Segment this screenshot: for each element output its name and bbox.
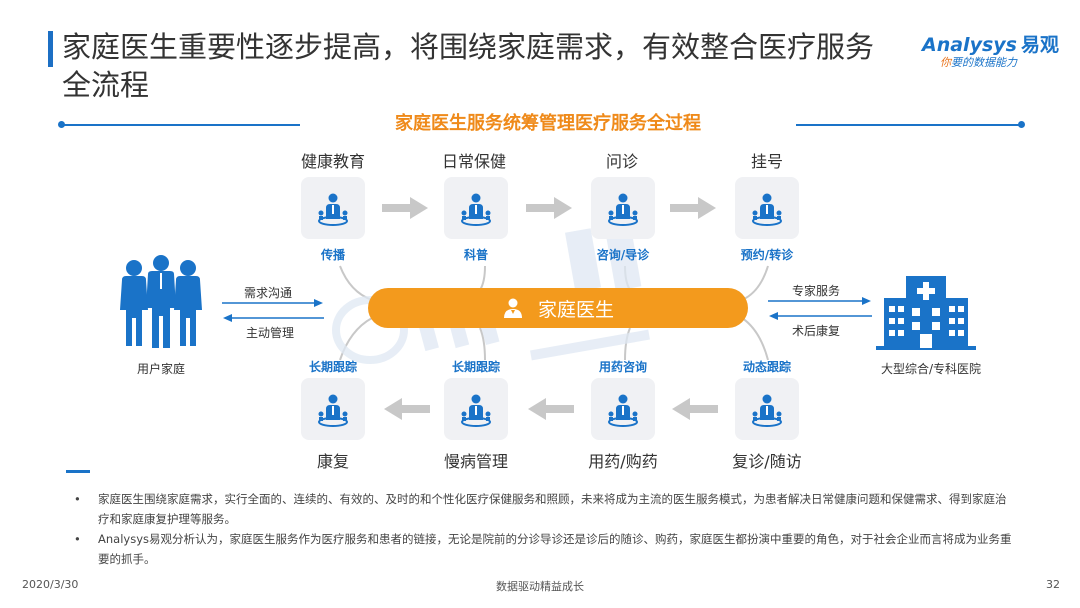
step-label-consultation: 问诊	[605, 152, 638, 171]
connector-top-left	[339, 265, 373, 301]
logo-en: Analysys	[922, 34, 1017, 56]
list-item: • 家庭医生围绕家庭需求，实行全面的、连续的、有效的、及时的和个性化医疗保健服务…	[74, 489, 1014, 529]
step-label-registration: 挂号	[750, 152, 783, 171]
subtitle-line-right	[796, 124, 1022, 126]
step-label-health-education: 健康教育	[300, 152, 365, 171]
sub-label-dynamic-tracking: 动态跟踪	[742, 360, 791, 374]
flow-arrow-right-icon	[380, 195, 430, 221]
node-health-education	[301, 177, 365, 239]
hospital-label: 大型综合/专科医院	[880, 362, 982, 376]
connector-top-2	[479, 265, 486, 291]
diagram-subtitle: 家庭医生服务统筹管理医疗服务全过程	[395, 113, 701, 134]
bullet-text: Analysys易观分析认为，家庭医生服务作为医疗服务和患者的链接，无论是院前的…	[98, 532, 1012, 566]
flow-arrow-left-icon	[382, 396, 432, 422]
center-label: 家庭医生	[537, 298, 614, 321]
page-number: 32	[1046, 578, 1060, 591]
doctor-person-icon	[318, 394, 348, 427]
connector-bottom-3	[624, 327, 631, 361]
list-item: • Analysys易观分析认为，家庭医生服务作为医疗服务和患者的链接，无论是院…	[74, 529, 1014, 569]
subtitle-line-dot-right	[1018, 121, 1025, 128]
title-accent-bar	[48, 31, 53, 67]
logo-cn: 易观	[1020, 34, 1059, 56]
doctor-person-icon	[752, 193, 782, 226]
step-label-follow-up: 复诊/随访	[732, 452, 802, 471]
arrow-right-icon	[768, 296, 872, 306]
active-management-label: 主动管理	[246, 326, 295, 340]
step-label-rehabilitation: 康复	[316, 452, 349, 471]
logo-slogan-first: 你	[940, 56, 951, 69]
footer-slogan: 数据驱动精益成长	[496, 580, 584, 593]
node-registration	[735, 177, 799, 239]
node-consultation	[591, 177, 655, 239]
doctor-person-icon	[461, 193, 491, 226]
expert-service-label: 专家服务	[792, 284, 841, 298]
flow-arrow-left-icon	[670, 396, 720, 422]
connector-bottom-2	[479, 327, 486, 361]
arrow-left-icon	[222, 313, 324, 323]
connector-bottom-left	[339, 317, 373, 361]
node-rehabilitation	[301, 378, 365, 440]
family-doctor-pill: 家庭医生	[368, 288, 748, 328]
doctor-icon	[503, 298, 522, 318]
sub-label-consult-guide: 咨询/导诊	[596, 248, 650, 262]
connector-bottom-right	[741, 317, 769, 361]
node-follow-up	[735, 378, 799, 440]
step-label-chronic-disease: 慢病管理	[443, 452, 508, 471]
sub-label-popular-science: 科普	[463, 248, 488, 262]
page-title: 家庭医生重要性逐步提高，将围绕家庭需求，有效整合医疗服务全流程	[62, 30, 875, 102]
connector-top-3	[624, 265, 631, 291]
flow-arrow-right-icon	[668, 195, 718, 221]
user-family-label: 用户家庭	[136, 362, 185, 376]
bullet-text: 家庭医生围绕家庭需求，实行全面的、连续的、有效的、及时的和个性化医疗保健服务和照…	[98, 492, 1007, 526]
flow-arrow-right-icon	[524, 195, 574, 221]
doctor-person-icon	[608, 394, 638, 427]
footer-date: 2020/3/30	[22, 578, 79, 591]
doctor-person-icon	[608, 193, 638, 226]
doctor-person-icon	[318, 193, 348, 226]
connector-top-right	[741, 265, 769, 301]
node-medication	[591, 378, 655, 440]
arrow-left-icon	[768, 311, 872, 321]
arrow-right-icon	[222, 298, 324, 308]
logo-slogan: 你要的数据能力	[940, 54, 1017, 70]
sub-label-long-term-tracking: 长期跟踪	[451, 360, 500, 374]
bullet-list: • 家庭医生围绕家庭需求，实行全面的、连续的、有效的、及时的和个性化医疗保健服务…	[74, 489, 1014, 569]
family-icon	[120, 255, 202, 348]
node-chronic-disease	[444, 378, 508, 440]
flow-arrow-left-icon	[526, 396, 576, 422]
sub-label-appointment-referral: 预约/转诊	[740, 248, 794, 262]
post-op-recovery-label: 术后康复	[792, 324, 841, 338]
subtitle-line-dot-left	[58, 121, 65, 128]
demand-communication-label: 需求沟通	[244, 286, 293, 300]
sub-label-medication-consult: 用药咨询	[598, 360, 647, 374]
subtitle-line-left	[62, 124, 300, 126]
step-label-medication: 用药/购药	[588, 452, 658, 471]
logo-slogan-rest: 要的数据能力	[951, 56, 1017, 69]
sub-label-long-term-tracking: 长期跟踪	[308, 360, 357, 374]
doctor-person-icon	[752, 394, 782, 427]
node-daily-care	[444, 177, 508, 239]
bullet-dot: •	[74, 532, 81, 546]
doctor-person-icon	[461, 394, 491, 427]
hospital-icon	[876, 276, 976, 350]
step-label-daily-care: 日常保健	[441, 152, 506, 171]
sub-label-spread: 传播	[320, 248, 345, 262]
section-accent-bar	[66, 470, 90, 473]
bullet-dot: •	[74, 492, 81, 506]
